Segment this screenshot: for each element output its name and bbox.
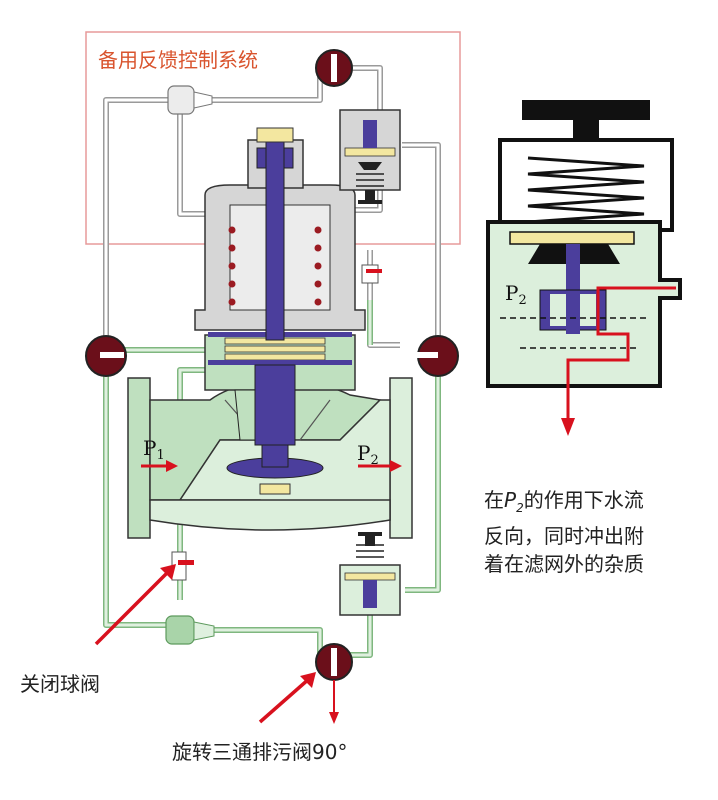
note-line2: 反向，同时冲出附 [484,524,644,548]
callout-ball-valve: 关闭球阀 [20,672,100,696]
callout-rotate-valve: 旋转三通排污阀90° [172,740,348,764]
ball-valve-left [85,335,127,377]
note-var: P [504,488,517,512]
note-line3: 着在滤网外的杂质 [484,552,644,576]
callout-arrow-drain-valve [258,672,316,724]
pilot-valve-bottom [339,532,401,616]
three-way-drain-valve [315,643,353,681]
flow-arrow-p1 [141,460,178,472]
ball-valve-right [414,335,459,377]
flow-arrow-p2 [358,460,402,472]
detail-label-p2: P2 [505,281,527,308]
label-p2: P2 [357,441,379,468]
main-spring [228,226,322,306]
explanation-note: 在P2的作用下水流 反向，同时冲出附 着在滤网外的杂质 [484,486,704,578]
orifice-fitting [361,264,382,284]
tee-fitting-top [167,85,213,115]
note-var-sub: 2 [516,501,524,515]
callout-arrow-ball-valve [94,564,176,646]
label-p1: P1 [143,436,165,463]
tee-fitting-bottom [165,615,215,645]
note-prefix: 在 [484,488,504,512]
note-text1: 的作用下水流 [523,488,644,512]
ball-valve-top [315,49,353,87]
valve-stem [226,139,324,479]
pilot-valve-top [339,109,401,204]
pilot-detail-view: P2 [486,100,682,436]
backup-control-title: 备用反馈控制系统 [98,48,258,72]
